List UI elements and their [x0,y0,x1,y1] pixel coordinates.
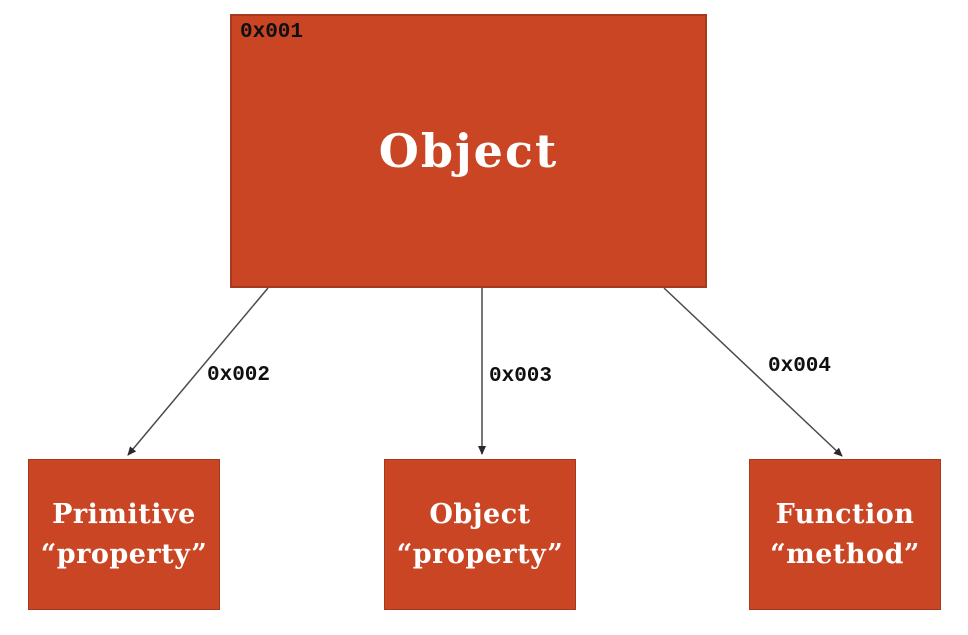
child-box-line1: Primitive [52,498,196,530]
edge-label-0x004: 0x004 [768,355,832,378]
root-box-title: Object [378,124,559,178]
child-box-line2: “method” [770,538,920,570]
child-box-line2: “property” [40,538,208,570]
root-box-address-label: 0x001 [240,21,304,44]
child-box-text: Function “method” [770,495,920,575]
child-box-line1: Object [429,498,531,530]
child-box-line2: “property” [396,538,564,570]
child-box-primitive-property: Primitive “property” [28,459,220,610]
child-box-line1: Function [775,498,915,530]
child-box-object-property: Object “property” [384,459,576,610]
child-box-text: Primitive “property” [41,495,208,575]
edge-label-0x003: 0x003 [489,365,553,388]
edge-label-0x002: 0x002 [207,364,271,387]
child-box-function-method: Function “method” [749,459,941,610]
object-root-box: 0x001 Object [230,14,707,288]
child-box-text: Object “property” [397,495,564,575]
